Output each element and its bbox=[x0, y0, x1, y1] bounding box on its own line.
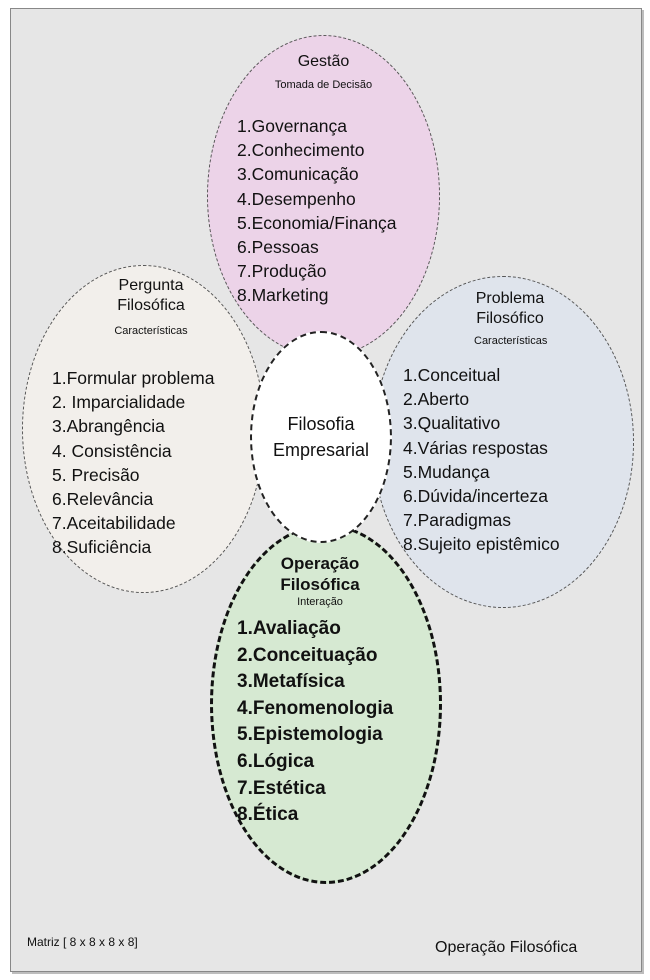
problema-subtitle: Características bbox=[474, 335, 548, 347]
list-item: 5.Epistemologia bbox=[237, 724, 383, 746]
center-label: Filosofia Empresarial bbox=[250, 411, 392, 463]
list-item: 2.Conhecimento bbox=[237, 140, 365, 161]
list-item: 5.Economia/Finança bbox=[237, 212, 397, 233]
center-label-line2: Empresarial bbox=[272, 440, 370, 460]
list-item: 6.Pessoas bbox=[237, 237, 319, 258]
list-item: 1.Avaliação bbox=[237, 618, 341, 639]
operacao-filosofica-ellipse bbox=[210, 524, 442, 884]
pergunta-filosofica-ellipse bbox=[22, 265, 265, 593]
list-item: 7.Aceitabilidade bbox=[52, 513, 176, 534]
list-item: 3.Abrangência bbox=[52, 416, 165, 437]
list-item: 3.Comunicação bbox=[237, 164, 359, 185]
problema-list: 1.Conceitual 2.Aberto 3.Qualitativo 4.Vá… bbox=[403, 363, 560, 557]
footer-matrix-label: Matriz [ 8 x 8 x 8 x 8] bbox=[27, 935, 138, 949]
list-item: 2.Conceituação bbox=[237, 644, 378, 666]
operacao-header: Operação Filosófica Interação bbox=[245, 553, 395, 609]
pergunta-list: 1.Formular problema 2. Imparcialidade 3.… bbox=[52, 366, 214, 560]
list-item: 1.Formular problema bbox=[52, 368, 215, 388]
problema-header: Problema Filosófico bbox=[440, 289, 580, 329]
list-item: 7.Estética bbox=[237, 777, 326, 799]
pergunta-title-line1: Pergunta bbox=[118, 277, 184, 294]
list-item: 8.Suficiência bbox=[52, 537, 152, 558]
pergunta-header: Pergunta Filosófica Características bbox=[76, 276, 226, 338]
footer-title: Operação Filosófica bbox=[435, 939, 578, 956]
list-item: 1.Governança bbox=[237, 116, 347, 136]
problema-title-line2: Filosófico bbox=[476, 310, 544, 327]
list-item: 6.Relevância bbox=[52, 489, 154, 510]
center-label-line1: Filosofia bbox=[287, 414, 355, 434]
list-item: 4.Várias respostas bbox=[403, 437, 548, 458]
list-item: 3.Metafísica bbox=[237, 671, 345, 693]
list-item: 8.Ética bbox=[237, 804, 299, 826]
list-item: 6.Lógica bbox=[237, 750, 315, 772]
list-item: 1.Conceitual bbox=[403, 365, 501, 385]
operacao-list: 1.Avaliação 2.Conceituação 3.Metafísica … bbox=[237, 616, 393, 829]
list-item: 4.Desempenho bbox=[237, 188, 356, 209]
gestao-header: Gestão Tomada de Decisão bbox=[207, 52, 440, 92]
list-item: 5. Precisão bbox=[52, 464, 140, 485]
gestao-title: Gestão bbox=[297, 53, 350, 70]
list-item: 2.Aberto bbox=[403, 389, 470, 410]
problema-title-line1: Problema bbox=[475, 290, 545, 307]
list-item: 4.Fenomenologia bbox=[237, 697, 394, 719]
list-item: 7.Paradigmas bbox=[403, 510, 511, 531]
pergunta-title-line2: Filosófica bbox=[117, 297, 185, 314]
gestao-list: 1.Governança 2.Conhecimento 3.Comunicaçã… bbox=[237, 114, 397, 308]
list-item: 6.Dúvida/incerteza bbox=[403, 486, 548, 507]
list-item: 2. Imparcialidade bbox=[52, 392, 186, 413]
filosofia-empresarial-ellipse bbox=[250, 331, 392, 543]
operacao-subtitle: Interação bbox=[297, 596, 343, 608]
list-item: 8.Marketing bbox=[237, 285, 329, 306]
pergunta-subtitle: Características bbox=[114, 325, 188, 337]
operacao-title-line1: Operação bbox=[280, 554, 360, 573]
gestao-subtitle: Tomada de Decisão bbox=[274, 79, 373, 91]
list-item: 4. Consistência bbox=[52, 440, 172, 461]
list-item: 5.Mudança bbox=[403, 461, 490, 482]
list-item: 7.Produção bbox=[237, 261, 327, 282]
operacao-title-line2: Filosófica bbox=[280, 575, 360, 594]
list-item: 3.Qualitativo bbox=[403, 413, 501, 434]
list-item: 8.Sujeito epistêmico bbox=[403, 534, 560, 555]
gestao-ellipse bbox=[207, 35, 440, 357]
problema-filosofico-ellipse bbox=[372, 276, 634, 608]
